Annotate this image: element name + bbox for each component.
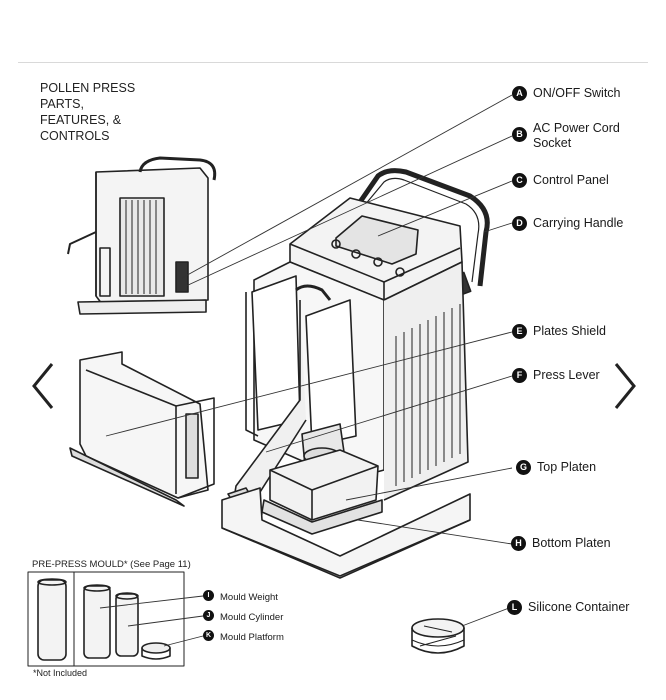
callout-badge: E	[512, 324, 527, 339]
callout-badge: K	[203, 630, 214, 641]
callout-mould-weight: I Mould Weight	[203, 590, 278, 605]
callout-label: ON/OFF Switch	[533, 86, 621, 100]
callout-badge: H	[511, 536, 526, 551]
callout-bottom-platen: H Bottom Platen	[511, 536, 611, 551]
mould-box-title: PRE-PRESS MOULD* (See Page 11)	[32, 559, 191, 570]
top-divider	[18, 62, 648, 63]
callout-label: Press Lever	[533, 368, 600, 382]
main-press-body	[221, 168, 490, 579]
callout-mould-cylinder: J Mould Cylinder	[203, 610, 283, 625]
callout-mould-platform: K Mould Platform	[203, 630, 284, 645]
callout-badge: C	[512, 173, 527, 188]
plates-shield-part	[69, 351, 215, 507]
callout-badge: J	[203, 610, 214, 621]
callout-badge: I	[203, 590, 214, 601]
callout-label: Mould Platform	[220, 632, 284, 643]
rear-view-unit	[67, 156, 217, 315]
callout-top-platen: G Top Platen	[516, 460, 596, 475]
next-button[interactable]	[610, 358, 640, 414]
leader-lines	[99, 94, 513, 647]
callout-silicone-container: L Silicone Container	[507, 600, 629, 615]
callout-on-off-switch: A ON/OFF Switch	[512, 86, 621, 101]
callout-label: Top Platen	[537, 460, 597, 474]
callout-badge: B	[512, 127, 527, 142]
callout-badge: D	[512, 216, 527, 231]
callout-label: Plates Shield	[533, 324, 606, 338]
callout-label: Mould Weight	[220, 592, 278, 603]
callout-badge: L	[507, 600, 522, 615]
callout-label: Bottom Platen	[532, 536, 611, 550]
previous-button[interactable]	[28, 358, 58, 414]
callout-badge: G	[516, 460, 531, 475]
callout-label: Control Panel	[533, 173, 609, 187]
callout-label: Silicone Container	[528, 600, 630, 614]
silicone-container-part	[411, 618, 465, 654]
callout-carrying-handle: D Carrying Handle	[512, 216, 623, 231]
callout-label: Carrying Handle	[533, 216, 624, 230]
callout-plates-shield: E Plates Shield	[512, 324, 606, 339]
callout-ac-power-cord-socket: B AC Power Cord Socket	[512, 121, 620, 151]
chevron-right-icon	[614, 363, 636, 409]
callout-control-panel: C Control Panel	[512, 173, 609, 188]
callout-badge: F	[512, 368, 527, 383]
pre-press-mould-box	[27, 571, 185, 667]
chevron-left-icon	[32, 363, 54, 409]
callout-label: Mould Cylinder	[220, 612, 284, 623]
footnote: *Not Included	[33, 668, 88, 678]
callout-press-lever: F Press Lever	[512, 368, 600, 383]
callout-label: AC Power Cord Socket	[533, 121, 620, 150]
diagram-heading: POLLEN PRESS PARTS, FEATURES, & CONTROLS	[40, 81, 136, 143]
callout-badge: A	[512, 86, 527, 101]
